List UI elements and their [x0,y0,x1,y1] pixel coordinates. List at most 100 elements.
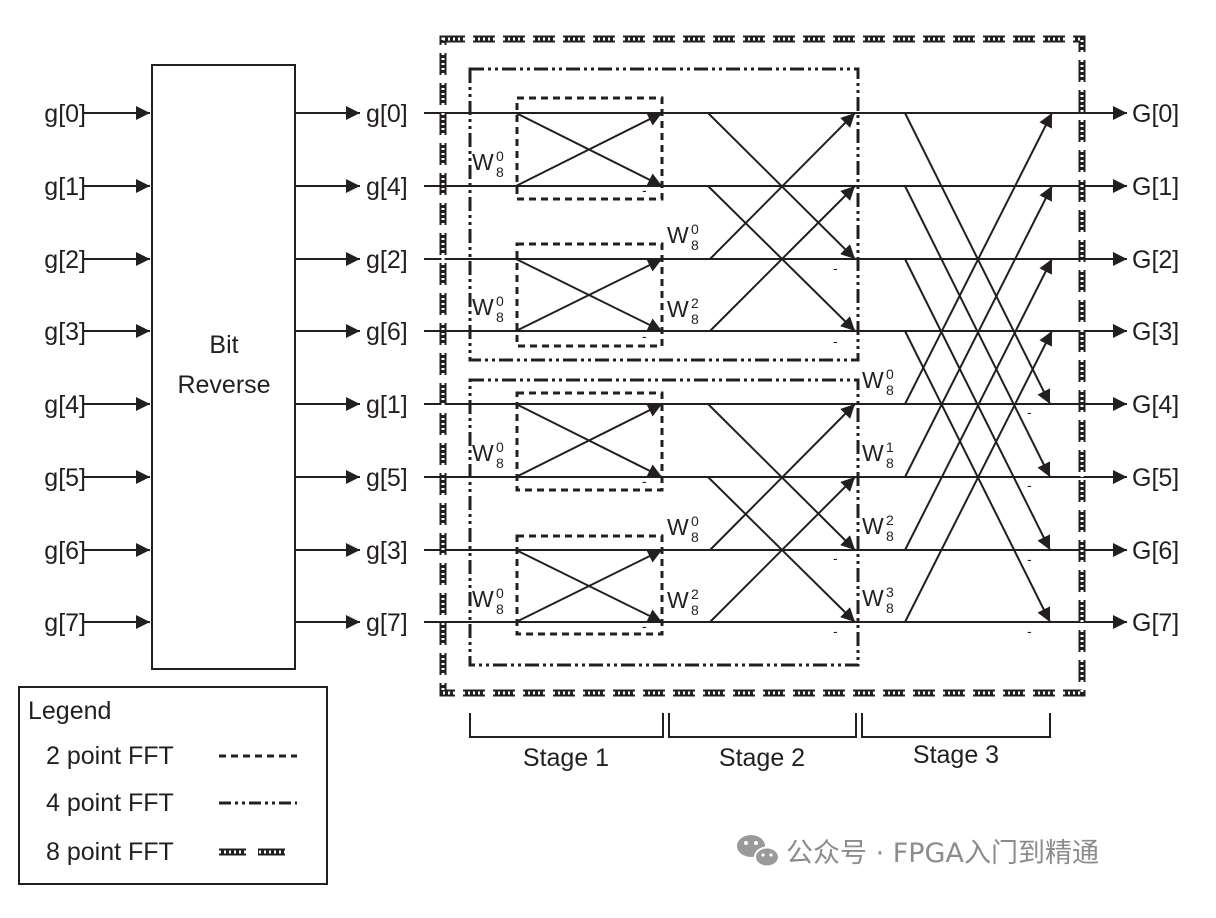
stage1-cross-up-2 [515,403,663,478]
minus-markers: ------------ [642,182,1032,639]
reordered-label-7: g[7] [366,609,408,637]
minus-marker-9: - [1027,477,1032,493]
twiddle-stage3-3-base: W [862,585,884,611]
reordered-label-5: g[5] [366,464,408,492]
stage2-cross-up-0 [709,112,856,260]
twiddle-stage1-0-superscript: 0 [496,148,504,164]
twiddle-stage2-2-base: W [667,514,689,540]
twiddle-stage3-2-subscript: 8 [886,528,894,544]
stage3-cross-up-0 [904,112,1053,405]
input-label-0: g[0] [44,100,86,128]
eight-point-fft-box [439,35,1086,697]
stage1-cross-up-3 [515,549,663,623]
minus-marker-7: - [833,623,838,639]
minus-marker-10: - [1027,551,1032,567]
twiddle-stage1-2-base: W [472,440,494,466]
twiddle-stage2-3-superscript: 2 [691,586,699,602]
twiddle-stage1-3-superscript: 0 [496,585,504,601]
stage3-cross-up-2 [904,258,1053,551]
twiddle-stage3-1-superscript: 1 [886,439,894,455]
reordered-label-0: g[0] [366,100,408,128]
twiddle-stage2-3-base: W [667,587,689,613]
four-point-fft-box-1 [468,378,860,667]
eight-point-fft-box-inner [441,37,1084,695]
stage3-cross-up-3 [904,330,1053,623]
input-label-3: g[3] [44,318,86,346]
legend-box [18,686,328,885]
minus-marker-8: - [1027,404,1032,420]
stage-3-label: Stage 3 [913,741,999,769]
bit-reverse-label-line1: Bit [209,331,238,359]
twiddle-stage3-1-subscript: 8 [886,455,894,471]
output-label-3: G[3] [1132,318,1179,346]
fft-group-boxes [439,35,1086,697]
twiddle-stage3-0-base: W [862,367,884,393]
minus-marker-5: - [833,333,838,349]
input-label-5: g[5] [44,464,86,492]
output-label-7: G[7] [1132,609,1179,637]
stage-1-bracket [469,713,664,738]
twiddle-stage2-1-superscript: 2 [691,295,699,311]
twiddle-stage2-0-subscript: 8 [691,237,699,253]
reordered-label-1: g[4] [366,173,408,201]
twiddle-stage3-0-subscript: 8 [886,382,894,398]
output-label-2: G[2] [1132,246,1179,274]
input-label-1: g[1] [44,173,86,201]
legend: Legend 2 point FFT 4 point FFT 8 point F… [18,686,328,885]
watermark-text: 公众号 · FPGA入门到精通 [786,838,1099,869]
twiddle-stage1-2-superscript: 0 [496,439,504,455]
stage1-cross-up-1 [515,258,663,332]
watermark: 公众号 · FPGA入门到精通 [737,835,1099,869]
twiddle-stage1-1-superscript: 0 [496,293,504,309]
stage3-cross-up-1 [904,185,1053,478]
input-label-6: g[6] [44,537,86,565]
twiddle-stage3-2-base: W [862,513,884,539]
twiddle-stage3-0-superscript: 0 [886,366,894,382]
output-label-1: G[1] [1132,173,1179,201]
minus-marker-11: - [1027,623,1032,639]
input-label-7: g[7] [44,609,86,637]
two-point-fft-box-0 [515,96,664,201]
output-label-0: G[0] [1132,100,1179,128]
minus-marker-0: - [642,182,647,198]
twiddle-stage2-1-subscript: 8 [691,311,699,327]
twiddle-stage2-0-base: W [667,222,689,248]
bit-reverse-label-line2: Reverse [177,371,270,399]
minus-marker-6: - [833,550,838,566]
minus-marker-2: - [642,473,647,489]
twiddle-stage3-3-superscript: 3 [886,584,894,600]
minus-marker-4: - [833,260,838,276]
reordered-label-4: g[1] [366,391,408,419]
input-label-4: g[4] [44,391,86,419]
legend-item-4pt-label: 4 point FFT [46,789,174,817]
output-label-4: G[4] [1132,391,1179,419]
twiddle-stage1-1-base: W [472,294,494,320]
bit-reverse-block [151,64,296,670]
stage2-cross-up-1 [709,185,856,332]
minus-marker-1: - [642,328,647,344]
four-point-fft-box-0 [468,67,860,362]
two-point-fft-box-3 [515,534,664,636]
twiddle-stage1-0-subscript: 8 [496,164,504,180]
two-point-fft-box-1 [515,242,664,348]
stage2-cross-up-3 [709,476,856,623]
reordered-label-3: g[6] [366,318,408,346]
twiddle-stage1-2-subscript: 8 [496,455,504,471]
legend-item-8pt-label: 8 point FFT [46,838,174,866]
stage1-cross-up-0 [515,112,663,187]
signal-wires [82,106,1127,629]
legend-title: Legend [28,697,111,725]
stage-3-bracket [861,713,1051,738]
twiddle-stage1-0-base: W [472,149,494,175]
